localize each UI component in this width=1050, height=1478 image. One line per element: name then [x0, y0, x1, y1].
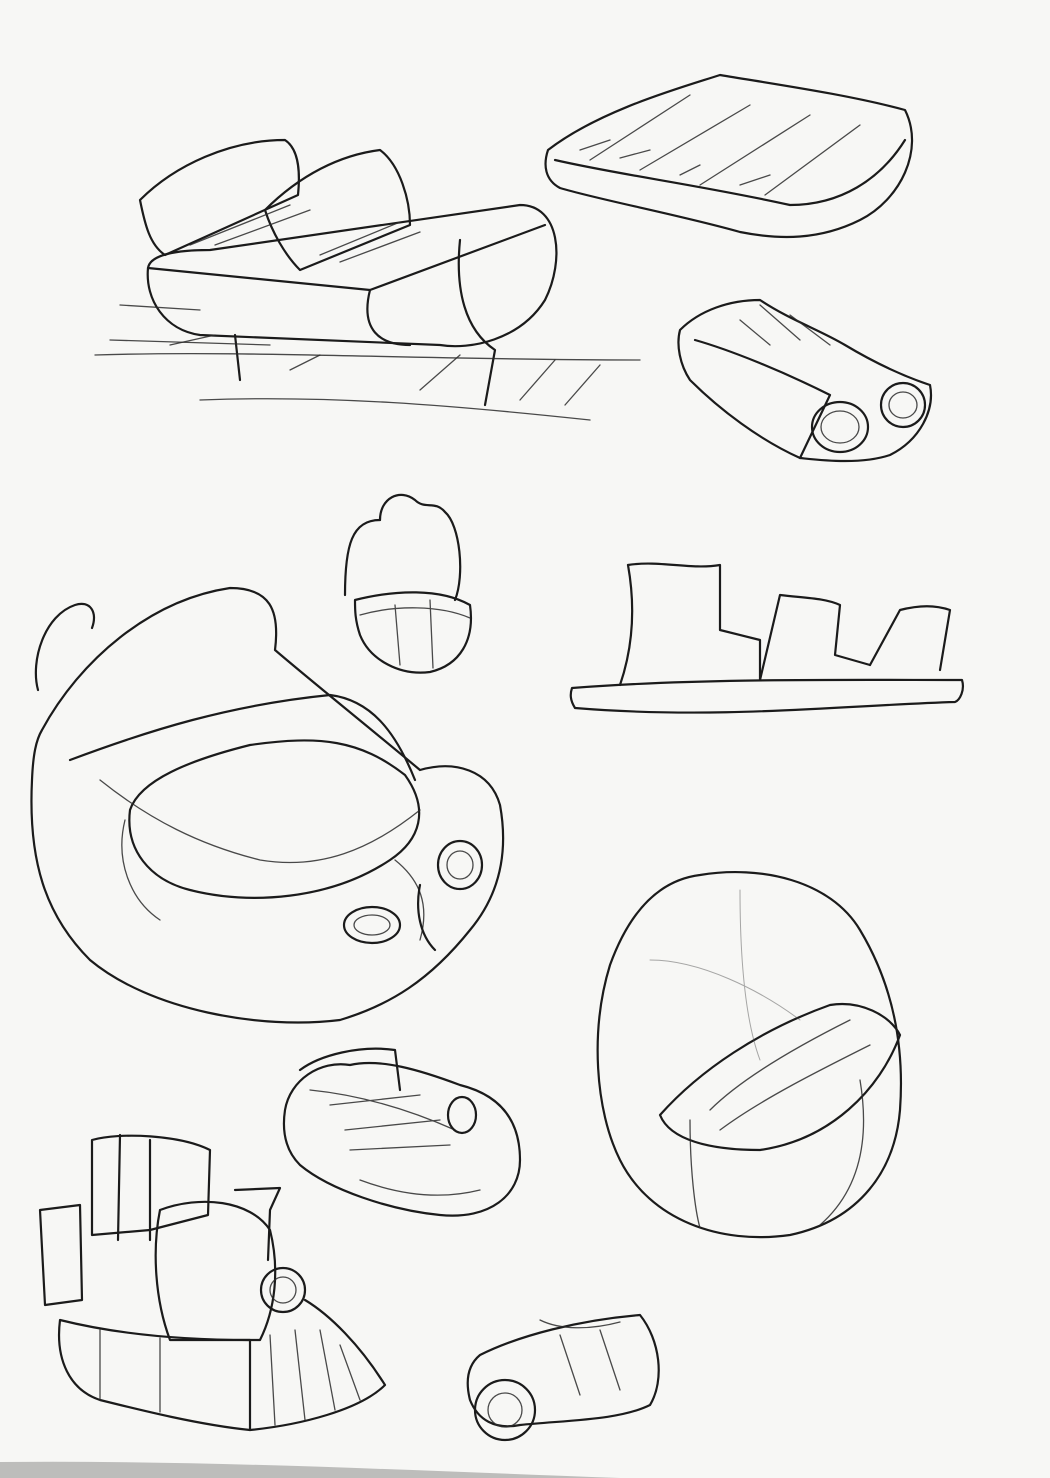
train-car-sketch [466, 1313, 660, 1442]
egg-chair-sketch [596, 871, 903, 1239]
car-sketch [677, 298, 933, 463]
track-profile-sketch [569, 562, 964, 714]
sleigh-sketch [94, 138, 641, 421]
paper-edge-shadow [0, 1461, 620, 1478]
bumper-car-sketch [30, 586, 505, 1024]
train-sketch [38, 1133, 387, 1432]
car-sketch [282, 1047, 522, 1217]
boat-sketch [544, 73, 914, 239]
tulip-seat-sketch [343, 493, 473, 674]
